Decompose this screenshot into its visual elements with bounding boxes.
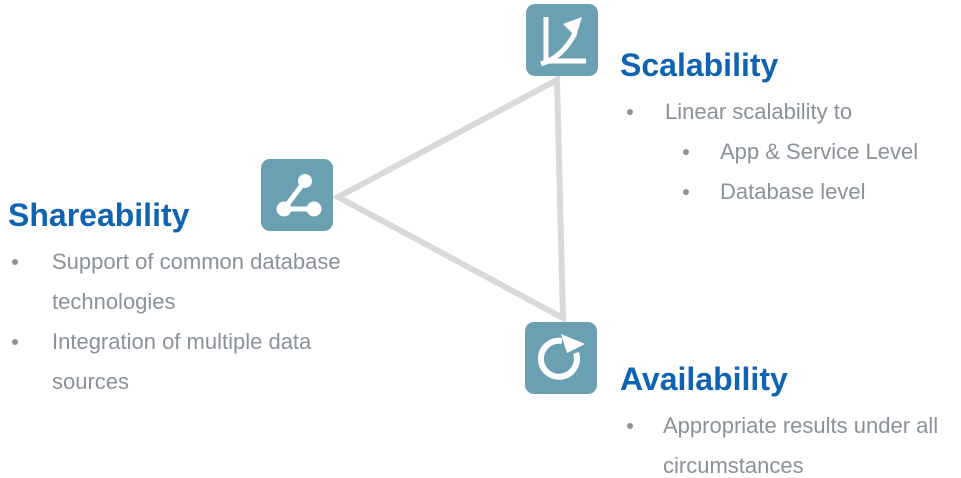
refresh-arrow-icon — [537, 334, 585, 380]
bullet-item: Support of common database technologies — [8, 242, 365, 322]
bullet-text: Database level — [720, 179, 866, 204]
bullet-dot — [683, 189, 689, 195]
availability-node-tile — [525, 322, 597, 394]
shareability-section: Shareability Support of common database … — [8, 196, 365, 402]
shareability-title: Shareability — [8, 197, 190, 233]
shareability-bullets: Support of common database technologies … — [8, 242, 365, 402]
bullet-item: Integration of multiple data sources — [8, 322, 365, 402]
bullet-item: Database level — [620, 172, 961, 212]
scalability-node-tile — [526, 4, 598, 76]
bullet-dot — [683, 149, 689, 155]
scalability-bullets: Linear scalability to App & Service Leve… — [620, 92, 961, 212]
share-nodes-icon — [276, 174, 322, 217]
bullet-dot — [12, 259, 18, 265]
bullet-item: Appropriate results under all circumstan… — [620, 406, 961, 478]
availability-title: Availability — [620, 361, 788, 397]
bullet-text: Integration of multiple data sources — [52, 329, 312, 394]
availability-bullets: Appropriate results under all circumstan… — [620, 406, 961, 478]
bullet-text: App & Service Level — [720, 139, 919, 164]
bullet-dot — [627, 423, 633, 429]
bullet-item: App & Service Level — [620, 132, 961, 172]
bullet-text: Appropriate results under all circumstan… — [663, 413, 939, 478]
bullet-item: Linear scalability to — [620, 92, 961, 132]
bullet-dot — [627, 109, 633, 115]
shareability-node-tile — [261, 159, 333, 231]
scalability-title: Scalability — [620, 47, 779, 83]
bullet-text: Support of common database technologies — [52, 249, 341, 314]
bullet-dot — [12, 339, 18, 345]
availability-section: Availability Appropriate results under a… — [620, 360, 961, 478]
bullet-text: Linear scalability to — [665, 99, 853, 124]
scalability-section: Scalability Linear scalability to App & … — [620, 46, 961, 212]
growth-chart-icon — [540, 17, 586, 67]
